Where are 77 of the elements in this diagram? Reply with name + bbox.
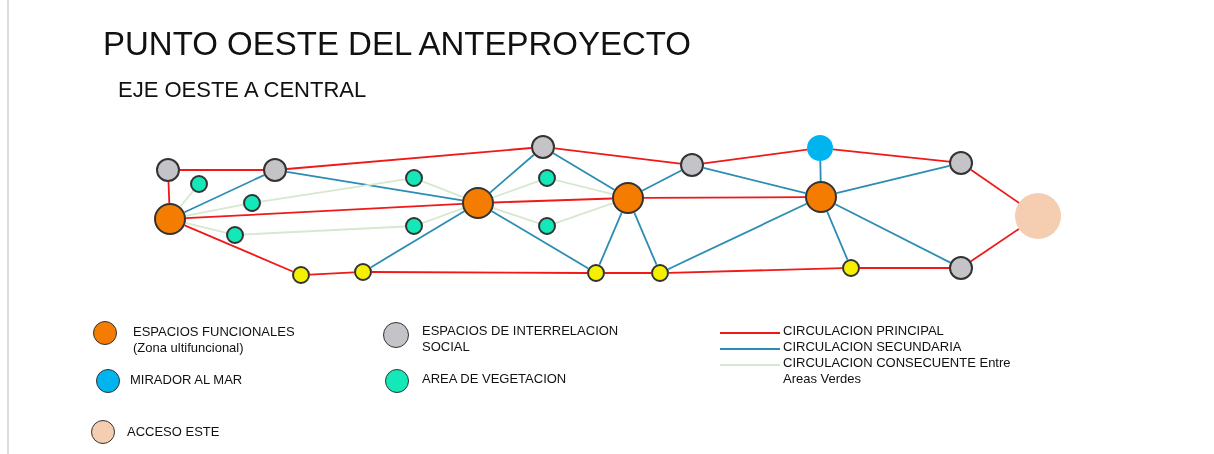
connector-line — [835, 164, 951, 195]
connector-line — [554, 202, 614, 224]
node-circle — [405, 169, 423, 187]
node-circle — [156, 158, 180, 182]
connector-line — [703, 148, 808, 165]
legend-text: MIRADOR AL MAR — [130, 372, 244, 388]
connector-line — [667, 202, 808, 271]
connector-line — [834, 203, 952, 264]
connector-line — [826, 210, 849, 261]
node-circle — [190, 175, 208, 193]
connector-line — [643, 196, 806, 199]
legend-text: ESPACIOS DE INTERRELACION SOCIAL — [422, 323, 620, 355]
connector-line — [285, 171, 464, 202]
node-circle — [538, 217, 556, 235]
node-circle — [243, 194, 261, 212]
node-circle — [807, 135, 833, 161]
connector-line — [492, 207, 540, 225]
connector-line — [421, 180, 464, 199]
node-circle — [805, 181, 837, 213]
node-circle — [538, 169, 556, 187]
connector-line — [309, 271, 355, 276]
connector-line — [489, 153, 535, 194]
node-circle — [587, 264, 605, 282]
connector-line — [970, 168, 1020, 204]
node-circle — [949, 256, 973, 280]
node-circle — [154, 203, 186, 235]
connector-line — [490, 210, 590, 270]
node-circle — [292, 266, 310, 284]
connector-line — [493, 197, 613, 204]
connector-line — [633, 211, 658, 266]
node-circle — [1015, 193, 1061, 239]
node-circle — [462, 187, 494, 219]
subtitle: EJE OESTE A CENTRAL — [118, 76, 367, 104]
connector-line — [369, 210, 466, 269]
node-circle — [263, 158, 287, 182]
node-circle — [405, 217, 423, 235]
node-circle — [531, 135, 555, 159]
connector-line — [819, 160, 822, 182]
legend-text: ESPACIOS FUNCIONALES (Zona ultifuncional) — [133, 324, 296, 356]
legend-text: CIRCULACION SECUNDARIA — [783, 339, 963, 355]
connector-line — [183, 224, 294, 273]
connector-line — [702, 167, 807, 194]
connector-line — [286, 147, 532, 170]
legend-text: CIRCULACION PRINCIPAL — [783, 323, 945, 339]
connector-line — [167, 181, 171, 204]
connector-line — [554, 147, 681, 165]
connector-line — [184, 221, 228, 234]
connector-line — [641, 169, 683, 192]
legend-text: AREA DE VEGETACION — [422, 371, 568, 387]
connector-line — [970, 228, 1020, 263]
connector-line — [492, 180, 540, 199]
connector-line — [260, 178, 406, 203]
connector-line — [668, 267, 843, 274]
connector-line — [552, 152, 616, 191]
diagram-title: PUNTO OESTE DEL ANTEPROYECTO — [103, 24, 692, 64]
connector-line — [183, 174, 265, 214]
connector-line — [598, 211, 623, 266]
node-circle — [354, 263, 372, 281]
node-circle — [949, 151, 973, 175]
connector-line — [243, 225, 406, 236]
connector-line — [554, 179, 614, 196]
connector-line — [859, 267, 950, 269]
connector-line — [832, 148, 950, 163]
connector-line — [179, 190, 195, 208]
connector-line — [179, 169, 264, 171]
node-circle — [842, 259, 860, 277]
connector-line — [604, 272, 652, 274]
node-circle — [680, 153, 704, 177]
legend-text: ACCESO ESTE — [127, 424, 221, 440]
node-circle — [612, 182, 644, 214]
node-circle — [226, 226, 244, 244]
legend-text: CIRCULACION CONSECUENTE Entre Areas Verdes — [783, 355, 1012, 387]
connector-line — [421, 207, 464, 224]
connector-line — [184, 203, 245, 217]
node-circle — [651, 264, 669, 282]
connector-line — [185, 202, 463, 220]
connector-line — [371, 271, 588, 274]
